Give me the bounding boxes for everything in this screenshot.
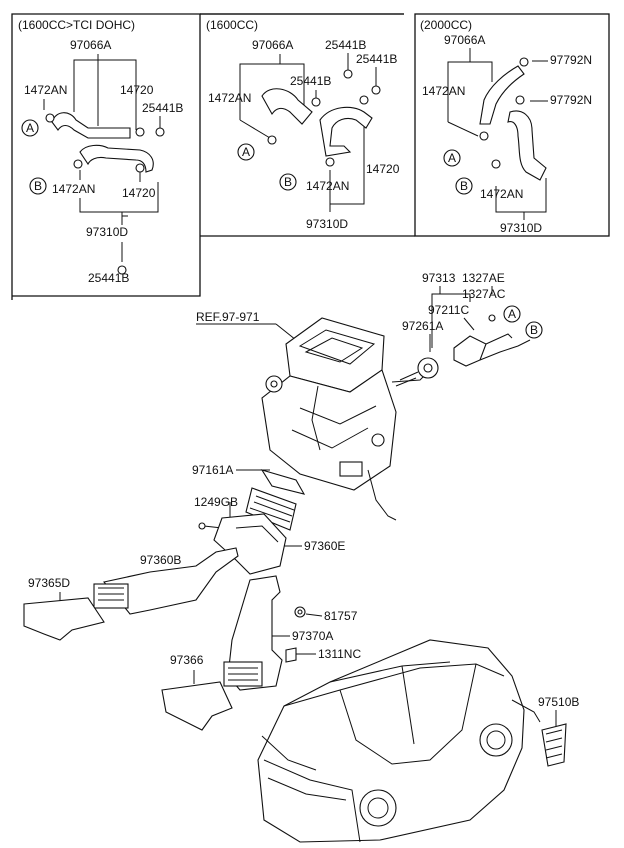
water-valve xyxy=(395,314,531,387)
label-1472AN: 1472AN xyxy=(24,83,67,97)
label-1249GB: 1249GB xyxy=(194,495,238,509)
svg-text:B: B xyxy=(530,323,538,337)
svg-text:A: A xyxy=(242,145,250,159)
duct-97360E xyxy=(213,513,287,575)
car-illustration xyxy=(257,639,567,843)
clamp-icon xyxy=(45,113,165,275)
label-97366: 97366 xyxy=(170,653,204,667)
label-97261A: 97261A xyxy=(402,319,443,333)
connector-b-icon: B xyxy=(525,321,543,339)
svg-text:B: B xyxy=(34,179,42,193)
label-97313: 97313 xyxy=(422,271,456,285)
label-25441B: 25441B xyxy=(142,101,183,115)
leader-lines xyxy=(43,54,161,262)
label-97310D: 97310D xyxy=(500,221,542,235)
connector-b-icon: B xyxy=(455,177,473,195)
duct-97370A xyxy=(223,575,283,691)
label-25441B: 25441B xyxy=(88,271,129,285)
vent-97510B xyxy=(541,723,567,767)
label-97360B: 97360B xyxy=(140,553,181,567)
svg-text:B: B xyxy=(460,179,468,193)
label-1472AN: 1472AN xyxy=(306,179,349,193)
label-1311NC: 1311NC xyxy=(318,647,361,661)
label-14720: 14720 xyxy=(122,186,156,200)
label-97370A: 97370A xyxy=(292,629,333,643)
label-97792N: 97792N xyxy=(550,53,592,67)
label-97792N: 97792N xyxy=(550,93,592,107)
svg-text:B: B xyxy=(284,175,292,189)
label-97161A: 97161A xyxy=(192,463,233,477)
panel-2000: (2000CC) 97066A 97792N 97792N 1472AN 147… xyxy=(420,18,592,235)
panel-tci: (1600CC>TCI DOHC) 97066A 1472AN 14720 25… xyxy=(18,18,183,285)
connector-a-icon: A xyxy=(503,305,521,323)
label-97310D: 97310D xyxy=(306,217,348,231)
panel-tci-title: (1600CC>TCI DOHC) xyxy=(18,18,135,32)
label-97510B: 97510B xyxy=(538,695,579,709)
nut-icon xyxy=(294,606,306,618)
clamp-icon xyxy=(267,69,381,167)
clamp-icon xyxy=(479,57,529,169)
leader-lines xyxy=(447,48,548,220)
label-25441B: 25441B xyxy=(325,38,366,52)
cover-97365D xyxy=(23,597,105,641)
hose-lower xyxy=(319,106,373,157)
hose-lower xyxy=(507,110,547,181)
label-25441B: 25441B xyxy=(356,52,397,66)
hose-upper xyxy=(479,65,525,125)
label-14720: 14720 xyxy=(366,162,400,176)
connector-a-icon: A xyxy=(443,149,461,167)
label-1472AN: 1472AN xyxy=(52,182,95,196)
label-97365D: 97365D xyxy=(28,576,70,590)
label-1472AN: 1472AN xyxy=(422,84,465,98)
connector-a-icon: A xyxy=(237,143,255,161)
label-1327AC: 1327AC xyxy=(462,287,506,301)
label-97066A: 97066A xyxy=(70,38,111,52)
svg-text:A: A xyxy=(508,307,516,321)
label-1472AN: 1472AN xyxy=(208,91,251,105)
hose-lower xyxy=(79,144,154,173)
duct-bellows xyxy=(245,469,306,531)
label-14720: 14720 xyxy=(120,83,154,97)
panel-1600-title: (1600CC) xyxy=(206,18,258,32)
panel-2000-title: (2000CC) xyxy=(420,18,472,32)
heater-unit xyxy=(261,317,427,521)
svg-text:A: A xyxy=(26,121,34,135)
main-assembly: REF.97-971 97313 1327AE 1327AC 97211C 97… xyxy=(23,271,579,731)
label-1327AE: 1327AE xyxy=(462,271,505,285)
clip-1311NC xyxy=(285,647,297,663)
label-97066A: 97066A xyxy=(444,33,485,47)
duct-97360B xyxy=(93,547,239,615)
leader-lines xyxy=(239,53,377,212)
label-97360E: 97360E xyxy=(304,539,345,553)
connector-a-icon: A xyxy=(21,119,39,137)
hose-upper xyxy=(51,112,131,139)
hose-upper xyxy=(261,88,313,125)
panel-1600: (1600CC) 97066A 25441B 25441B 25441B 147… xyxy=(206,18,400,231)
label-97066A: 97066A xyxy=(252,38,293,52)
ref-label: REF.97-971 xyxy=(196,310,260,324)
label-1472AN: 1472AN xyxy=(480,187,523,201)
connector-b-icon: B xyxy=(29,177,47,195)
cover-97366 xyxy=(161,681,233,731)
panel-2000-border xyxy=(414,13,610,237)
panel-borders xyxy=(11,13,610,300)
label-25441B: 25441B xyxy=(290,74,331,88)
label-97310D: 97310D xyxy=(86,225,128,239)
label-97211C: 97211C xyxy=(428,303,469,317)
label-81757: 81757 xyxy=(324,609,358,623)
svg-text:A: A xyxy=(448,151,456,165)
connector-b-icon: B xyxy=(279,173,297,191)
